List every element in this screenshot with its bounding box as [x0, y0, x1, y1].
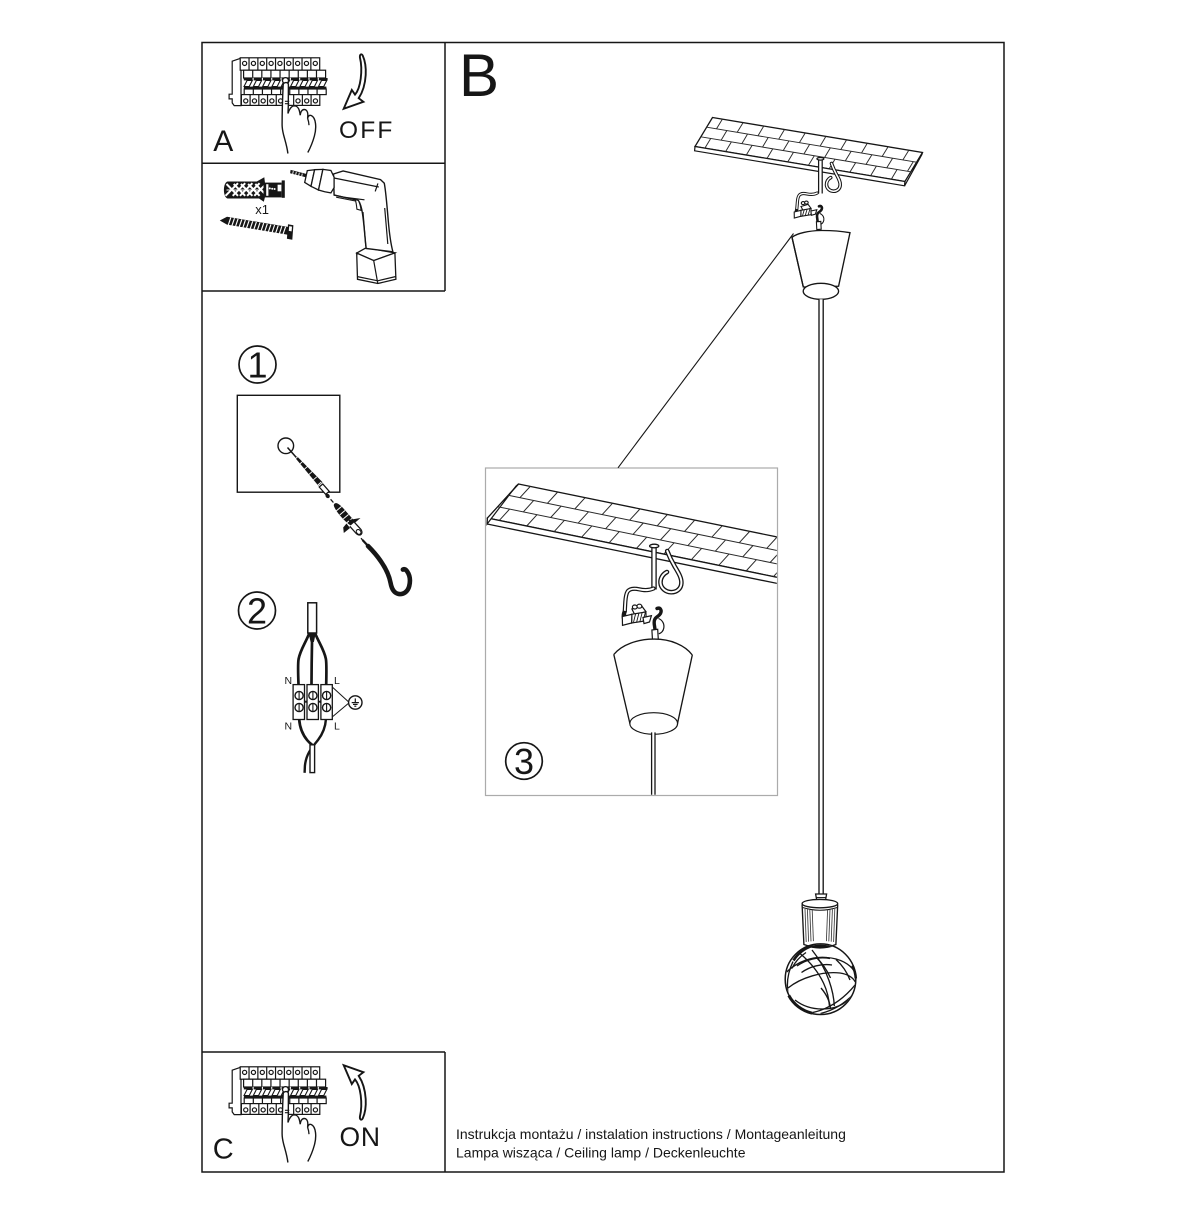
- svg-text:x1: x1: [255, 202, 269, 217]
- svg-text:2: 2: [247, 591, 267, 632]
- svg-text:L: L: [334, 721, 340, 733]
- svg-text:L: L: [334, 675, 340, 687]
- svg-text:N: N: [285, 675, 293, 687]
- svg-text:ON: ON: [340, 1122, 381, 1152]
- svg-text:B: B: [459, 42, 499, 109]
- svg-text:Instrukcja montażu / instalati: Instrukcja montażu / instalation instruc…: [456, 1126, 846, 1142]
- svg-text:OFF: OFF: [339, 117, 395, 144]
- svg-text:N: N: [285, 721, 293, 733]
- svg-text:C: C: [213, 1134, 234, 1166]
- svg-text:Lampa wisząca / Ceiling lamp: Lampa wisząca / Ceiling lamp / Deckenleu…: [456, 1145, 746, 1161]
- svg-text:A: A: [213, 125, 233, 158]
- svg-text:3: 3: [514, 741, 534, 782]
- svg-text:1: 1: [247, 345, 267, 386]
